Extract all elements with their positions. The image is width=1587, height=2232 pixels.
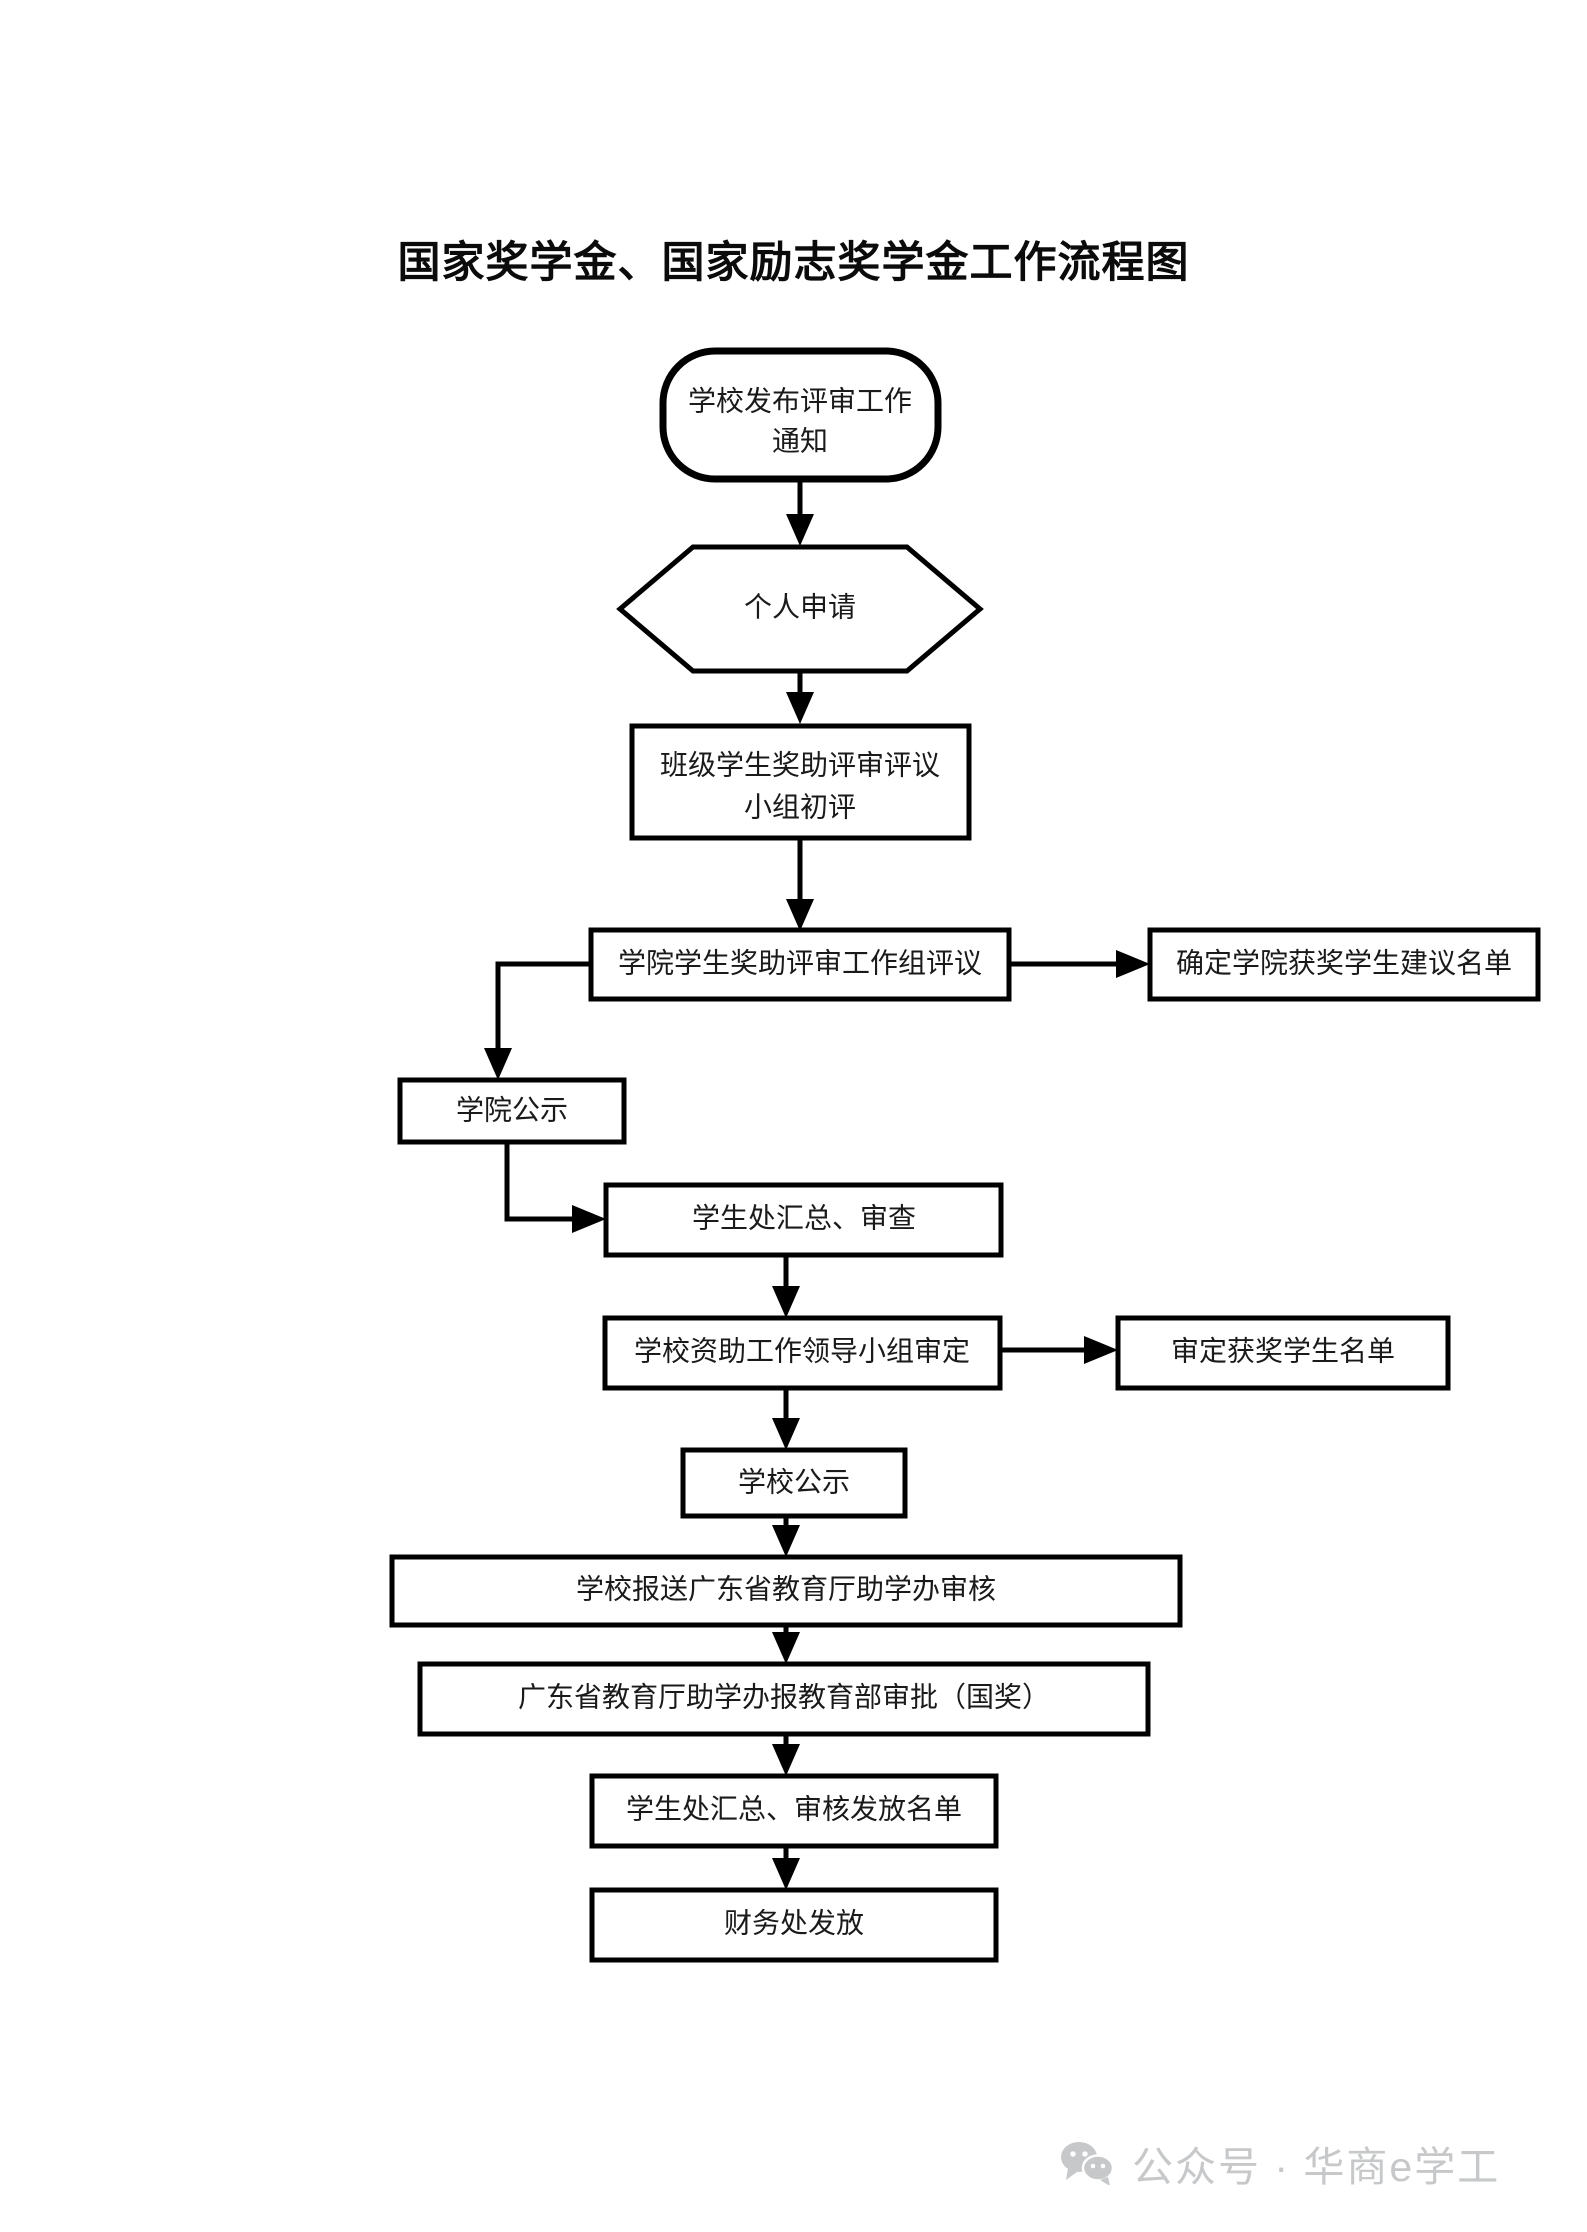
node-student-affairs-disbursement-list[interactable]: 学生处汇总、审核发放名单 [589,1773,999,1849]
edge-n7-n8 [772,1388,800,1450]
node-school-publicity[interactable]: 学校公示 [680,1447,908,1519]
node-approved-award-list[interactable]: 审定获奖学生名单 [1115,1315,1451,1391]
node-n1-label-line2: 通知 [772,425,828,457]
node-school-funding-leadership-approval[interactable]: 学校资助工作领导小组审定 [602,1315,1003,1391]
node-provincial-to-ministry-approval[interactable]: 广东省教育厅助学办报教育部审批（国奖） [417,1661,1151,1737]
node-n2-label: 个人申请 [744,591,856,623]
edge-n7-n7b [1000,1336,1118,1364]
edge-n2-n3 [786,671,814,724]
node-n7-label: 学校资助工作领导小组审定 [634,1335,970,1367]
node-student-affairs-summary-review[interactable]: 学生处汇总、审查 [603,1182,1004,1258]
wechat-icon [1060,2141,1118,2185]
node-n4-label: 学院学生奖助评审工作组评议 [618,947,982,979]
edge-n4-n5 [484,961,591,1080]
node-n3-label-line2: 小组初评 [744,791,856,823]
node-n11-label: 学生处汇总、审核发放名单 [626,1793,962,1825]
node-n12-label: 财务处发放 [724,1907,864,1939]
node-submit-to-provincial-bureau[interactable]: 学校报送广东省教育厅助学办审核 [389,1554,1183,1628]
edge-n1-n2 [786,479,814,546]
node-n4b-label: 确定学院获奖学生建议名单 [1176,947,1512,979]
node-finance-disbursement[interactable]: 财务处发放 [589,1887,999,1963]
node-college-recommended-list[interactable]: 确定学院获奖学生建议名单 [1147,927,1541,1002]
node-n8-label: 学校公示 [738,1466,850,1498]
node-n7b-label: 审定获奖学生名单 [1171,1335,1395,1367]
node-college-review-group[interactable]: 学院学生奖助评审工作组评议 [588,927,1012,1002]
node-class-preliminary-review[interactable]: 班级学生奖助评审评议 小组初评 [629,723,972,841]
edge-n6-n7 [772,1255,800,1318]
page-title: 国家奖学金、国家励志奖学金工作流程图 [397,240,1190,287]
node-n1-label-line1: 学校发布评审工作 [688,385,912,417]
node-n9-label: 学校报送广东省教育厅助学办审核 [576,1573,996,1605]
edge-n4-n4b [1009,950,1150,978]
node-n6-label: 学生处汇总、审查 [692,1202,916,1234]
node-n5-label: 学院公示 [456,1094,568,1126]
connector-layer [484,479,1150,1890]
node-college-publicity[interactable]: 学院公示 [397,1077,627,1145]
edge-n5-n6 [504,1142,606,1233]
edge-n3-n4 [786,838,814,931]
node-school-notice[interactable]: 学校发布评审工作 通知 [659,347,942,483]
node-n10-label: 广东省教育厅助学办报教育部审批（国奖） [518,1681,1050,1713]
node-personal-application[interactable]: 个人申请 [616,544,984,674]
watermark-text: 公众号 · 华商e学工 [1132,2144,1501,2190]
node-n3-label-line1: 班级学生奖助评审评议 [660,749,940,781]
footer-watermark: 公众号 · 华商e学工 [1060,2133,1500,2193]
